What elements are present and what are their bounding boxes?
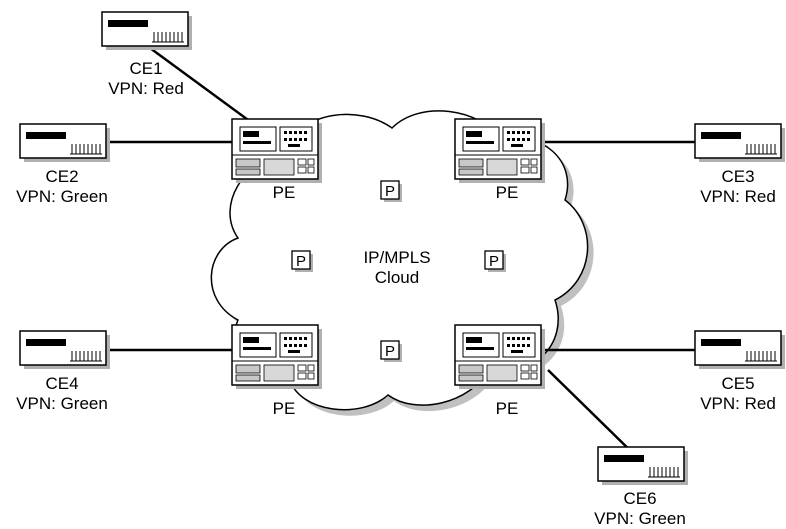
pe-label: PE — [273, 183, 296, 202]
cloud-label-line2: Cloud — [375, 268, 419, 287]
ce2-device — [19, 123, 111, 163]
cloud-label-line1: IP/MPLS — [363, 248, 430, 267]
ce6-device — [597, 446, 689, 486]
ce6-vpn: VPN: Green — [594, 509, 686, 528]
link-ce1-pe — [149, 46, 256, 127]
ce5-name: CE5 — [721, 374, 754, 393]
ce2-name: CE2 — [45, 167, 78, 186]
p-router-label: P — [385, 183, 395, 200]
ce6-name: CE6 — [623, 489, 656, 508]
p-router-label: P — [489, 253, 499, 270]
pe-label: PE — [273, 399, 296, 418]
pe-router-bottom-right — [454, 324, 546, 390]
pe-label: PE — [496, 399, 519, 418]
p-router-right: P — [484, 250, 507, 273]
pe-label: PE — [496, 183, 519, 202]
ce4-name: CE4 — [45, 374, 78, 393]
ce1-vpn: VPN: Red — [108, 79, 184, 98]
pe-router-top-right — [454, 118, 546, 184]
p-router-label: P — [385, 343, 395, 360]
pe-router-top-left — [231, 118, 323, 184]
ce5-vpn: VPN: Red — [700, 394, 776, 413]
p-router-label: P — [296, 253, 306, 270]
ce2-vpn: VPN: Green — [16, 187, 108, 206]
p-router-left: P — [291, 250, 314, 273]
ce1-device — [101, 11, 193, 51]
p-router-bottom: P — [380, 340, 403, 363]
pe-router-bottom-left — [231, 324, 323, 390]
ce5-device — [694, 330, 786, 370]
ce3-name: CE3 — [721, 167, 754, 186]
ce1-name: CE1 — [129, 59, 162, 78]
ce4-vpn: VPN: Green — [16, 394, 108, 413]
p-router-top: P — [380, 180, 403, 203]
ce3-vpn: VPN: Red — [700, 187, 776, 206]
ce4-device — [19, 330, 111, 370]
ce3-device — [694, 123, 786, 163]
